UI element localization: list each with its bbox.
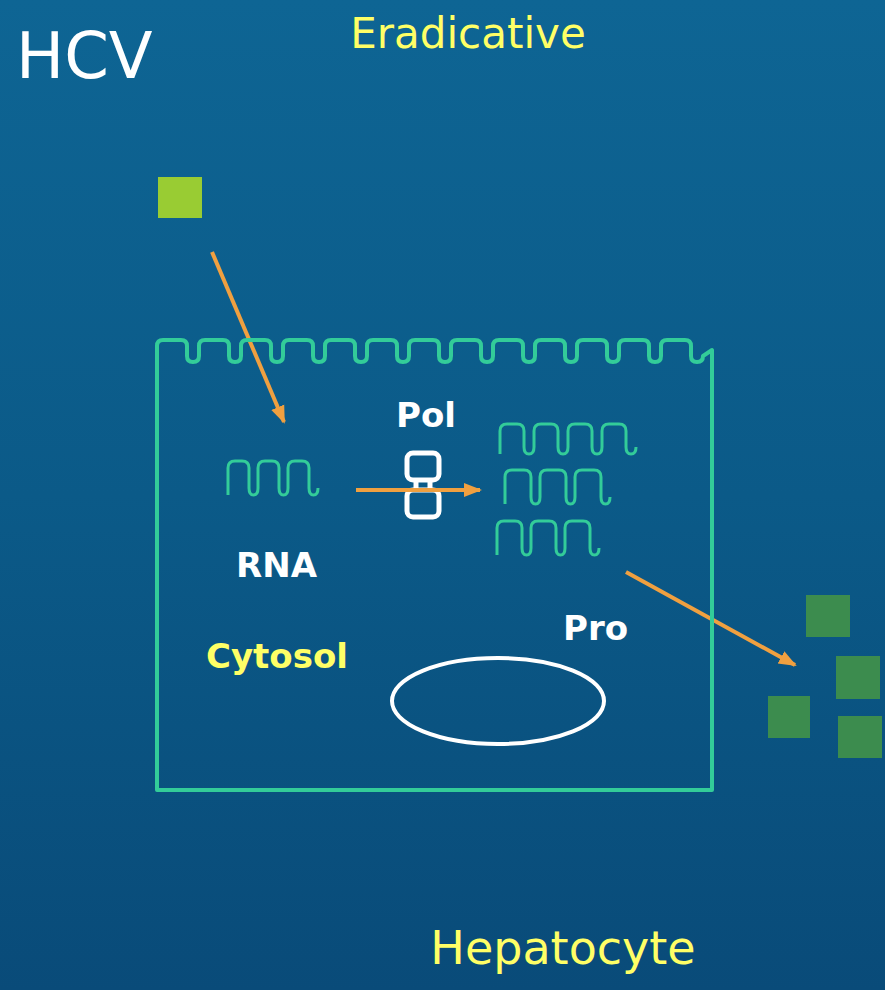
entry-arrow (212, 252, 284, 422)
virus-label: HCV (16, 20, 153, 94)
rna-strand (505, 470, 610, 504)
enzyme-label: Pol (396, 396, 456, 435)
nucleus (392, 658, 604, 744)
rna-strand (497, 521, 599, 555)
rna-strand (228, 461, 318, 495)
cell-name: Hepatocyte (430, 922, 695, 975)
compartment-label: Cytosol (206, 637, 348, 676)
enzyme-label: Pro (563, 609, 628, 648)
cell-membrane (157, 340, 712, 790)
diagram-title: Eradicative (350, 10, 586, 58)
cell-membrane (157, 340, 712, 790)
rna-strand (500, 424, 636, 454)
rna-strands (228, 424, 636, 555)
virions (768, 595, 882, 758)
rna-label: RNA (236, 546, 317, 585)
replication-arrow (356, 488, 480, 492)
virus-particle (158, 177, 202, 218)
cell-outline: Hepatocyte (157, 340, 712, 790)
polymerase-symbol (407, 453, 439, 517)
